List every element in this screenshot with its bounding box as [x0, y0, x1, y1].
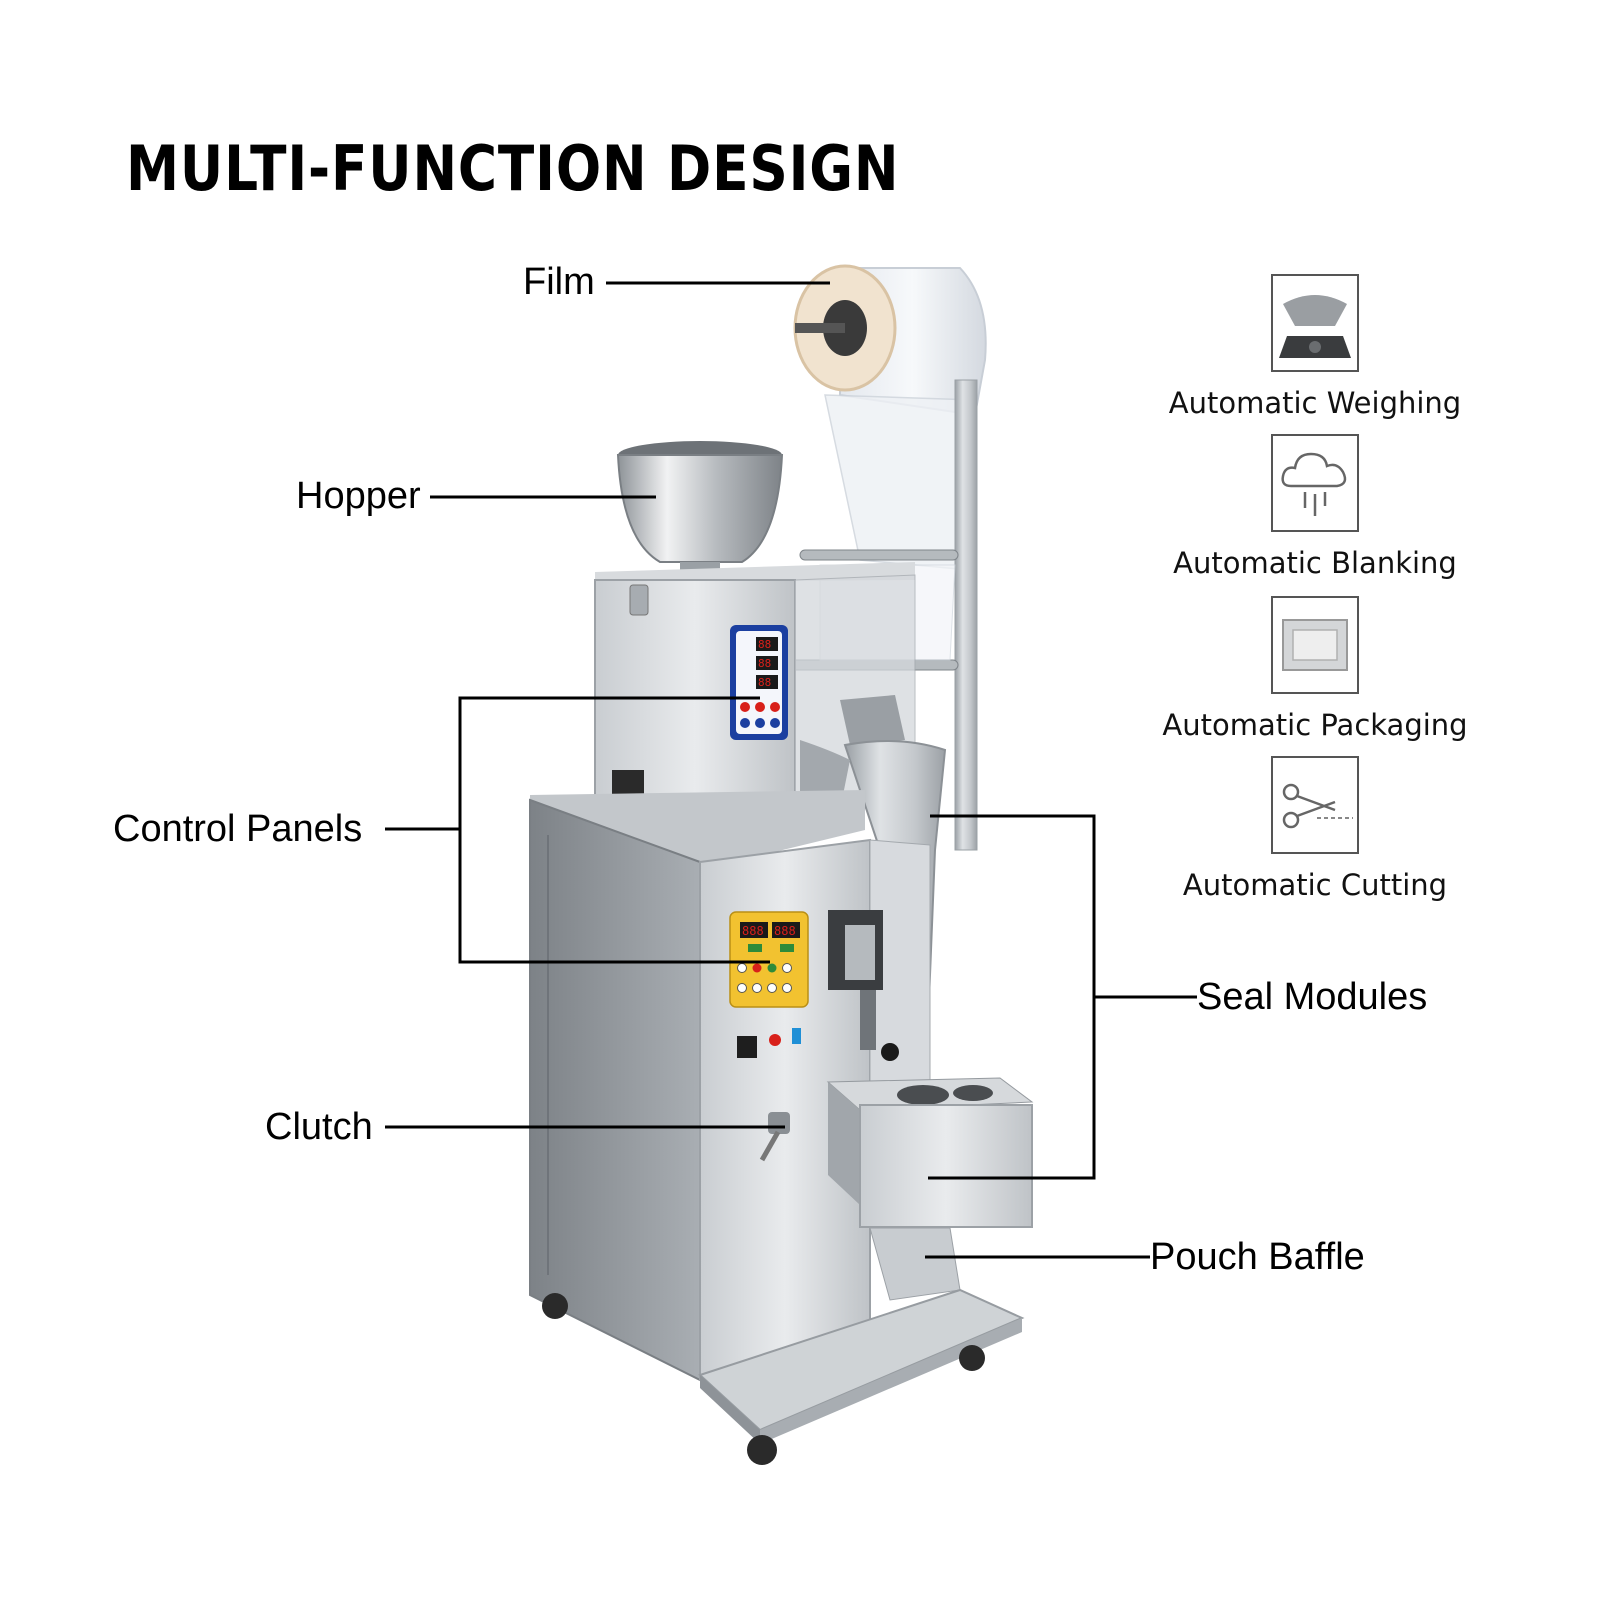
feature-box — [1271, 274, 1359, 372]
callout-control-panels: Control Panels — [113, 808, 363, 850]
power-switches — [737, 1028, 801, 1058]
svg-text:888: 888 — [774, 924, 796, 938]
cloud-icon — [1281, 452, 1347, 516]
pouch-baffle — [869, 1227, 961, 1301]
feature-packaging: Automatic Packaging — [1160, 596, 1470, 742]
callout-pouch-baffle: Pouch Baffle — [1150, 1236, 1365, 1278]
svg-text:888: 888 — [742, 924, 764, 938]
callout-hopper: Hopper — [296, 475, 421, 517]
seal-mechanism — [828, 910, 899, 1061]
scissors-icon — [1282, 783, 1353, 829]
feature-label: Automatic Blanking — [1173, 546, 1457, 580]
feature-cutting: Automatic Cutting — [1160, 756, 1470, 902]
svg-text:88: 88 — [758, 657, 771, 670]
hopper-bowl — [616, 441, 784, 574]
page-title: MULTI-FUNCTION DESIGN — [126, 132, 900, 205]
feature-label: Automatic Packaging — [1162, 708, 1468, 742]
svg-text:88: 88 — [758, 676, 771, 689]
callout-film: Film — [523, 261, 595, 303]
callout-seal-modules: Seal Modules — [1197, 976, 1428, 1018]
upper-control-panel: 88 88 88 — [730, 625, 788, 740]
lower-control-panel: 888 888 — [729, 911, 809, 1008]
callout-clutch: Clutch — [265, 1106, 373, 1148]
seal-box — [826, 1077, 1034, 1228]
feature-box — [1271, 434, 1359, 532]
feature-blanking: Automatic Blanking — [1160, 434, 1470, 580]
film-roll — [793, 264, 987, 851]
feature-weighing: Automatic Weighing — [1160, 274, 1470, 420]
feature-label: Automatic Cutting — [1182, 868, 1448, 902]
leader-lines — [385, 281, 1197, 1259]
svg-text:88: 88 — [758, 638, 771, 651]
feature-label: Automatic Weighing — [1168, 386, 1462, 420]
base-plate — [698, 1288, 1025, 1444]
feature-box — [1271, 756, 1359, 854]
scale-icon — [1279, 295, 1351, 358]
package-icon — [1282, 619, 1348, 671]
feature-box — [1271, 596, 1359, 694]
casters — [542, 1293, 985, 1465]
